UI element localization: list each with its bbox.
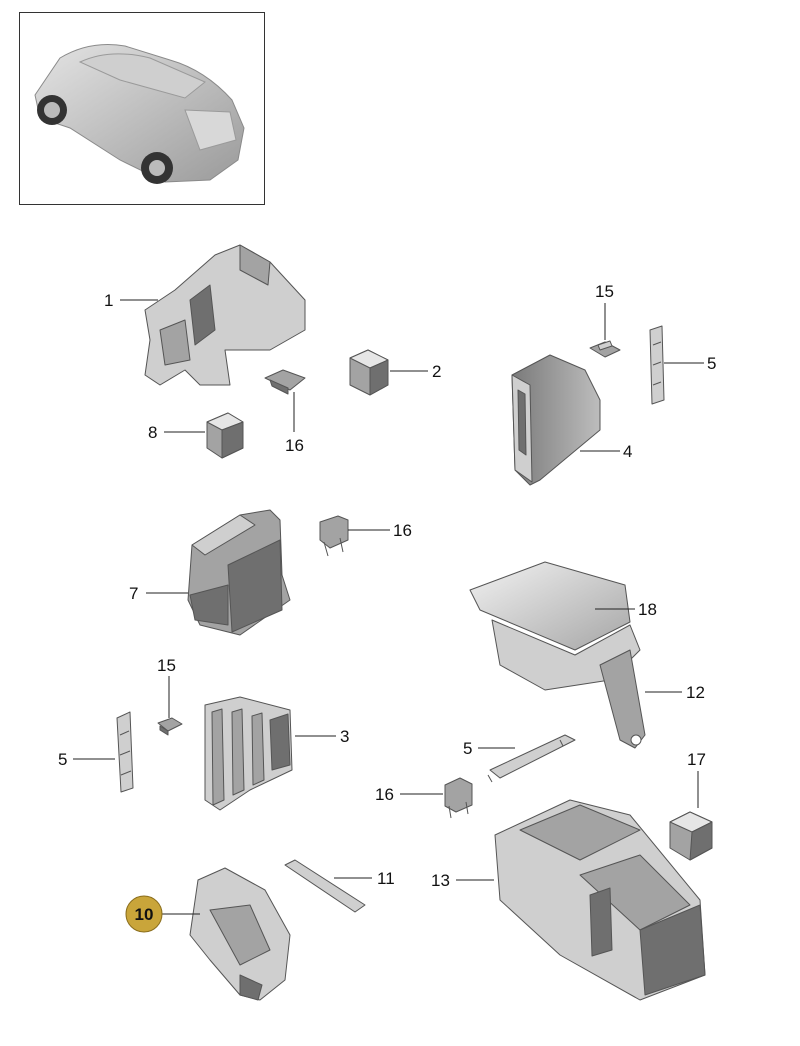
callout-18[interactable]: 18	[638, 600, 657, 619]
part-12-box[interactable]	[491, 619, 646, 749]
callout-5-left[interactable]: 5	[58, 750, 67, 769]
callout-4[interactable]: 4	[623, 442, 632, 461]
part-15-fuse-top[interactable]	[589, 340, 621, 358]
part-5-strip-top[interactable]	[649, 325, 665, 405]
part-10-bracket[interactable]	[189, 867, 291, 1001]
callout-11[interactable]: 11	[377, 869, 395, 888]
leader-lines	[73, 299, 704, 915]
callout-5-middle[interactable]: 5	[463, 739, 472, 758]
part-2-relay[interactable]	[349, 349, 389, 396]
highlight-badge	[125, 895, 163, 933]
part-13-fuse-box[interactable]	[494, 799, 706, 1001]
callout-15-top[interactable]: 15	[595, 282, 614, 301]
part-18-lid[interactable]	[469, 561, 631, 651]
part-7-relay-carrier[interactable]	[187, 509, 291, 636]
callout-7[interactable]: 7	[129, 584, 138, 603]
callout-5-top[interactable]: 5	[707, 354, 716, 373]
part-17-relay[interactable]	[669, 811, 713, 861]
callout-15-left[interactable]: 15	[157, 656, 176, 675]
part-16-fuse-top[interactable]	[264, 369, 306, 395]
callout-13[interactable]: 13	[431, 871, 450, 890]
callout-16-bottom[interactable]: 16	[375, 785, 394, 804]
part-8-relay[interactable]	[206, 412, 244, 459]
callout-3[interactable]: 3	[340, 727, 349, 746]
part-16-fuse-middle[interactable]	[319, 515, 349, 557]
callout-1[interactable]: 1	[104, 291, 113, 310]
callout-10-highlighted[interactable]: 10	[125, 895, 163, 933]
callout-2[interactable]: 2	[432, 362, 441, 381]
callout-labels: 1 2 16 8 15 5 4 16 7 18 12 15 3 5 5 16 1…	[58, 282, 716, 933]
part-1-bracket[interactable]	[144, 244, 306, 386]
vehicle-thumbnail	[19, 12, 265, 205]
callout-10: 10	[135, 905, 154, 924]
callout-8[interactable]: 8	[148, 423, 157, 442]
part-5-strip-left[interactable]	[116, 711, 134, 793]
part-16-fuse-bottom[interactable]	[444, 777, 473, 819]
part-5-strip-middle[interactable]	[487, 734, 576, 783]
part-3-fuse-box[interactable]	[204, 696, 293, 811]
callout-17[interactable]: 17	[687, 750, 706, 769]
callout-16-top[interactable]: 16	[285, 436, 304, 455]
callout-16-middle[interactable]: 16	[393, 521, 412, 540]
part-4-cover[interactable]	[511, 354, 601, 486]
part-11-strip[interactable]	[284, 859, 366, 913]
part-15-fuse-left[interactable]	[157, 717, 183, 736]
car-icon	[34, 44, 245, 184]
callout-12[interactable]: 12	[686, 683, 705, 702]
